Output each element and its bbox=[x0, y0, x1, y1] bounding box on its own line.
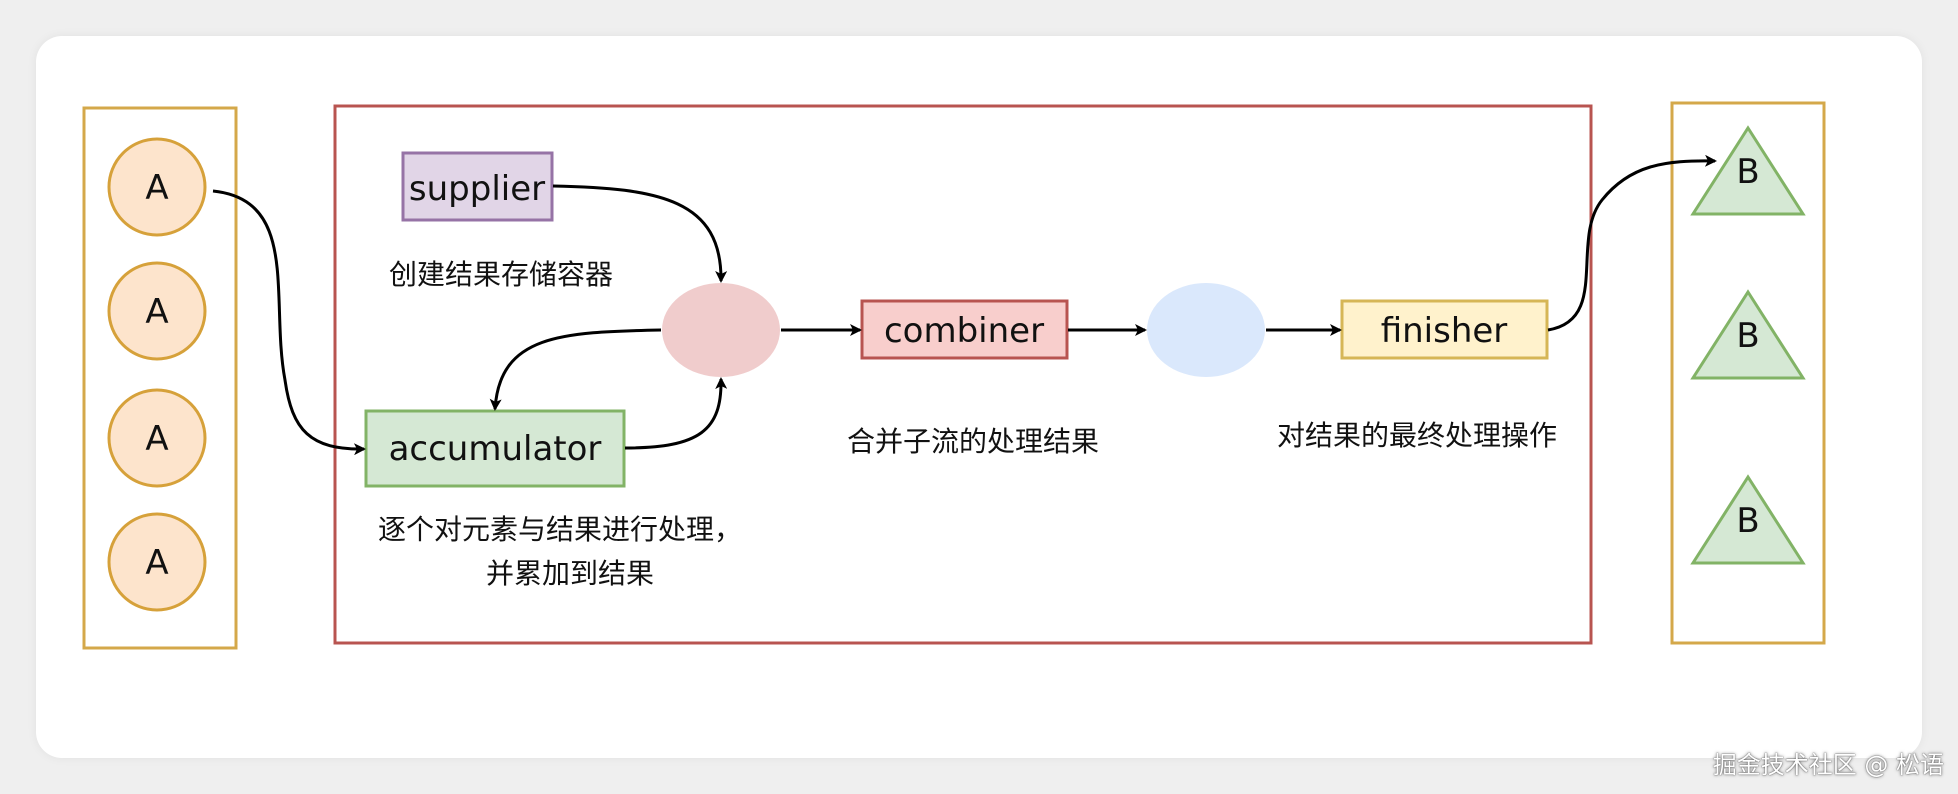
arrow-accumulator-to-container bbox=[624, 377, 728, 450]
input-item: A bbox=[107, 512, 207, 612]
result-container-ellipse bbox=[662, 283, 780, 377]
accumulator-note-line1: 逐个对元素与结果进行处理， bbox=[378, 513, 742, 546]
output-item: B bbox=[1690, 474, 1806, 565]
output-item: B bbox=[1690, 125, 1806, 216]
combiner-node: combiner bbox=[860, 299, 1069, 360]
finisher-node: finisher bbox=[1340, 299, 1549, 360]
arrow-input-to-accumulator bbox=[212, 189, 366, 456]
output-panel bbox=[1670, 101, 1826, 645]
watermark: 掘金技术社区 @ 松语 bbox=[1712, 751, 1944, 779]
svg-text:A: A bbox=[145, 292, 168, 332]
input-item: A bbox=[107, 388, 207, 488]
combiner-note: 合并子流的处理结果 bbox=[847, 425, 1099, 458]
svg-text:B: B bbox=[1736, 152, 1759, 192]
svg-text:A: A bbox=[145, 168, 168, 208]
input-item: A bbox=[107, 137, 207, 237]
svg-text:A: A bbox=[145, 543, 168, 583]
accumulator-note-line2: 并累加到结果 bbox=[486, 557, 654, 590]
supplier-note: 创建结果存储容器 bbox=[389, 258, 613, 291]
svg-text:A: A bbox=[145, 419, 168, 459]
svg-text:supplier: supplier bbox=[409, 169, 545, 209]
supplier-node: supplier bbox=[401, 151, 554, 222]
svg-text:combiner: combiner bbox=[884, 311, 1044, 351]
arrow-supplier-to-container bbox=[552, 184, 728, 283]
input-item: A bbox=[107, 261, 207, 361]
arrow-container-to-accumulator bbox=[489, 328, 662, 411]
arrow-finisher-to-output bbox=[1547, 154, 1717, 332]
svg-text:finisher: finisher bbox=[1381, 311, 1508, 351]
svg-text:B: B bbox=[1736, 501, 1759, 541]
accumulator-node: accumulator bbox=[364, 409, 626, 488]
svg-text:accumulator: accumulator bbox=[389, 429, 602, 469]
input-panel bbox=[82, 106, 238, 650]
collector-panel bbox=[333, 104, 1593, 645]
finisher-note: 对结果的最终处理操作 bbox=[1277, 419, 1557, 452]
svg-text:B: B bbox=[1736, 316, 1759, 356]
output-item: B bbox=[1690, 289, 1806, 380]
diagram-card bbox=[36, 36, 1922, 758]
combined-result-ellipse bbox=[1147, 283, 1265, 377]
